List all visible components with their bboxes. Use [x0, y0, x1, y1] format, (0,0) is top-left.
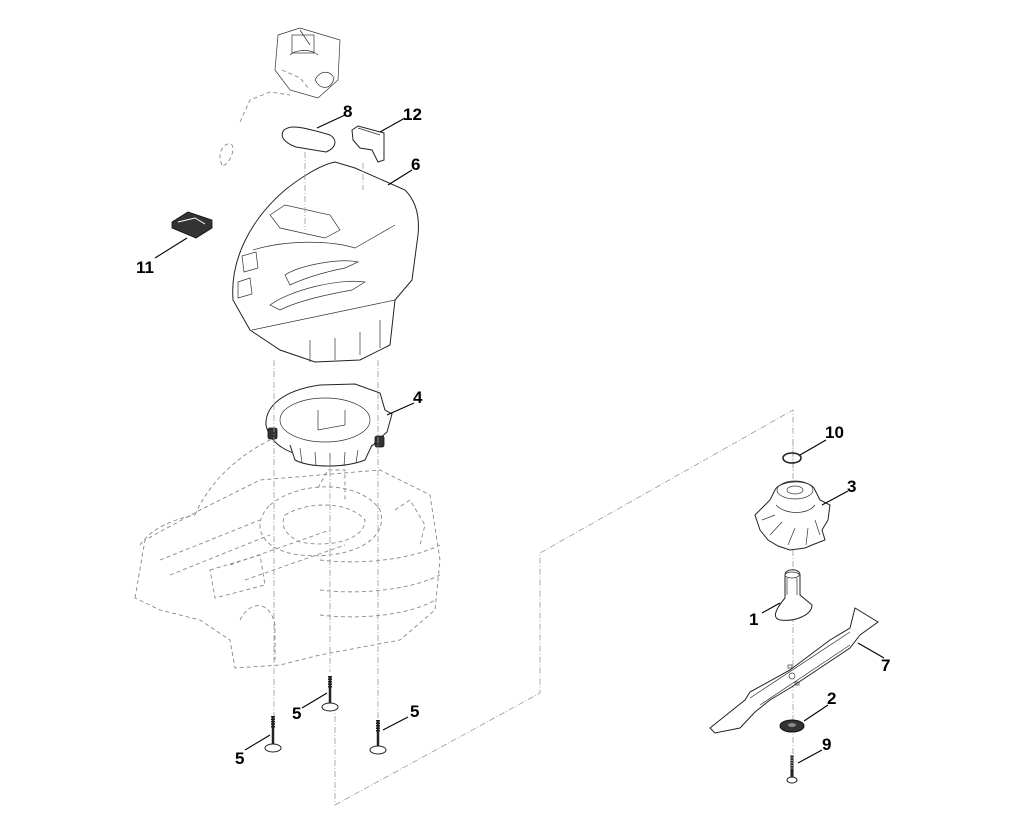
safety-key	[351, 125, 385, 163]
hood-cover-plate	[281, 126, 336, 153]
retaining-ring	[782, 452, 802, 464]
callout-3: 3	[847, 477, 856, 496]
callout-7: 7	[881, 656, 890, 675]
mower-blade	[709, 607, 879, 734]
blade-adapter	[774, 569, 813, 621]
motor-housing-flange	[265, 383, 393, 467]
callout-8: 8	[343, 102, 352, 121]
washer	[779, 719, 805, 733]
fan-impeller	[754, 480, 831, 551]
blade-screw	[786, 755, 798, 784]
callout-1: 1	[749, 610, 758, 629]
callout-6: 6	[411, 155, 420, 174]
bolt-right	[369, 720, 387, 755]
callout-5-middle: 5	[292, 704, 301, 723]
handle-ghost	[219, 91, 291, 166]
control-unit	[274, 27, 341, 99]
control-bracket	[171, 211, 213, 239]
callout-12: 12	[403, 105, 422, 124]
leader-lines	[154, 114, 885, 764]
callout-9: 9	[822, 735, 831, 754]
assembly-axes-left	[273, 152, 379, 805]
callout-4: 4	[413, 388, 423, 407]
connection-line	[334, 409, 794, 806]
bolt-left	[264, 716, 282, 753]
callout-11: 11	[136, 258, 154, 277]
callout-labels: 1 2 3 4 5 5 5 6 7 8 9 10 11 12	[136, 102, 890, 768]
mower-deck-ghost	[134, 439, 441, 669]
bolt-middle	[321, 676, 339, 712]
callout-5-left: 5	[235, 749, 244, 768]
motor-hood	[232, 161, 419, 363]
callout-5-right: 5	[410, 702, 419, 721]
callout-10: 10	[825, 423, 844, 442]
callout-2: 2	[827, 689, 836, 708]
